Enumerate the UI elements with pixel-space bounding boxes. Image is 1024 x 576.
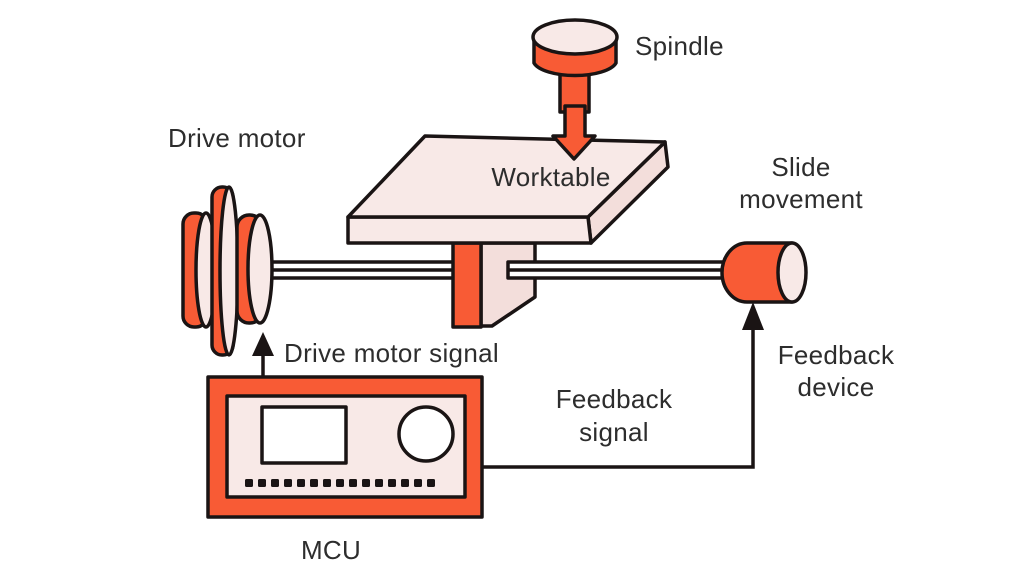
support-block-front-face — [451, 241, 483, 329]
lead-screw-right — [506, 260, 745, 280]
mcu-button — [349, 479, 357, 487]
slide-movement-label-line2: movement — [739, 184, 863, 214]
mcu-button — [271, 479, 279, 487]
mcu-button — [401, 479, 409, 487]
drive-motor — [181, 185, 274, 357]
drive-motor-signal-label: Drive motor signal — [284, 338, 499, 368]
mcu-button — [427, 479, 435, 487]
mcu-unit — [206, 375, 484, 519]
motor-disc-right — [235, 213, 274, 325]
motor-disc-middle — [210, 185, 240, 357]
mcu-button — [297, 479, 305, 487]
mcu-button — [310, 479, 318, 487]
mcu-button — [414, 479, 422, 487]
feedback-device-body — [720, 241, 794, 304]
worktable-label: Worktable — [491, 162, 610, 192]
spindle — [531, 18, 619, 161]
worktable-front-face — [346, 215, 593, 245]
worktable — [346, 134, 670, 245]
mcu-knob — [397, 405, 455, 463]
drive-motor-signal-arrow — [252, 332, 274, 377]
mcu-button — [284, 479, 292, 487]
mcu-button — [375, 479, 383, 487]
spindle-top-face — [531, 18, 619, 56]
mcu-button — [388, 479, 396, 487]
feedback-signal-label-line1: Feedback — [556, 384, 673, 414]
mcu-button-row — [245, 479, 435, 487]
worktable-support-block — [451, 241, 537, 329]
support-block-side-face — [479, 241, 537, 328]
mcu-button — [336, 479, 344, 487]
mcu-display — [260, 405, 348, 465]
feedback-signal-arrow — [481, 302, 764, 469]
feedback-device-face — [776, 241, 808, 304]
slide-movement-label-line1: Slide — [771, 152, 830, 182]
feedback-device-label-line2: device — [798, 372, 875, 402]
spindle-arrow-down — [551, 104, 597, 161]
mcu-button — [258, 479, 266, 487]
feedback-signal-label-line2: signal — [579, 417, 649, 447]
mcu-label: MCU — [301, 535, 361, 565]
feedback-device — [720, 241, 808, 304]
spindle-label: Spindle — [635, 31, 724, 61]
drive-motor-label: Drive motor — [168, 123, 306, 153]
mcu-button — [323, 479, 331, 487]
feedback-device-label-line1: Feedback — [778, 340, 895, 370]
mcu-button — [362, 479, 370, 487]
mcu-button — [245, 479, 253, 487]
lead-screw-left — [264, 260, 460, 280]
